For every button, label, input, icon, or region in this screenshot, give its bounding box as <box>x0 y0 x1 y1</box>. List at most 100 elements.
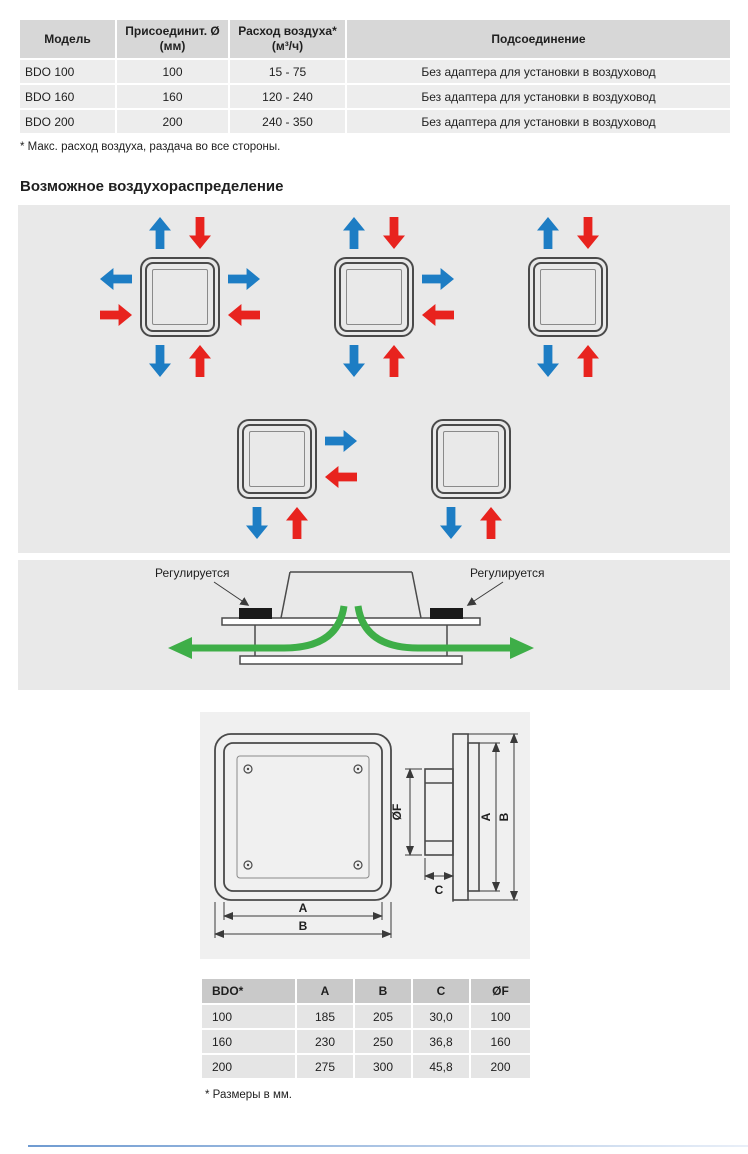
dim-header-row: BDO* A B C ØF <box>200 977 532 1005</box>
spec-cell-diameter: 160 <box>115 83 230 110</box>
dim-cell-c: 36,8 <box>411 1028 471 1055</box>
exhaust-arrow-icon <box>577 345 599 377</box>
spec-cell-flow: 15 - 75 <box>228 58 347 85</box>
supply-arrow-icon <box>246 507 268 539</box>
supply-arrow-icon <box>440 507 462 539</box>
diffuser-four-way <box>90 207 270 387</box>
dim-cell-b: 300 <box>353 1053 413 1080</box>
dim-header-c: C <box>411 977 471 1005</box>
side-dimension-lines <box>405 733 518 902</box>
exhaust-arrow-icon <box>189 217 211 249</box>
spec-header-flow: Расход воздуха* (м³/ч) <box>228 18 347 60</box>
screw-centers <box>246 767 360 867</box>
dim-label-a-side: A <box>479 812 493 821</box>
dim-label-a-front: A <box>299 901 308 915</box>
spec-cell-model: BDO 100 <box>18 58 117 85</box>
dim-label-c-side: C <box>435 883 444 897</box>
dim-header-diameter: ØF <box>469 977 532 1005</box>
spec-row: BDO 160 160 120 - 240 Без адаптера для у… <box>18 83 732 110</box>
dim-cell-b: 250 <box>353 1028 413 1055</box>
airflow-left-arrowhead-icon <box>168 637 192 659</box>
supply-arrow-icon <box>149 345 171 377</box>
diffuser-square <box>431 419 511 499</box>
exhaust-arrow-icon <box>422 304 454 326</box>
dimension-drawing: A B <box>214 733 518 938</box>
dim-row: 160 230 250 36,8 160 <box>200 1028 532 1055</box>
dim-cell-b: 205 <box>353 1003 413 1030</box>
supply-arrow-icon <box>325 430 357 452</box>
spec-cell-model: BDO 200 <box>18 108 117 135</box>
spec-header-diameter: Присоединит. Ø (мм) <box>115 18 230 60</box>
dim-cell-diameter: 100 <box>469 1003 532 1030</box>
airflow-right-arrow-icon <box>354 605 512 652</box>
right-damper <box>430 608 463 619</box>
dimensions-panel: A B <box>200 712 530 959</box>
airflow-left-arrow-icon <box>190 605 348 652</box>
spec-footnote: * Макс. расход воздуха, раздача во все с… <box>20 141 281 153</box>
spec-cell-flow: 240 - 350 <box>228 108 347 135</box>
duct-outline <box>221 571 481 665</box>
diffuser-square <box>140 257 220 337</box>
supply-arrow-icon <box>149 217 171 249</box>
diffuser-square <box>528 257 608 337</box>
spec-table: Модель Присоединит. Ø (мм) Расход воздух… <box>18 18 732 135</box>
adjustable-label-left: Регулируется <box>155 566 230 580</box>
diffuser-two-way-opposite <box>478 207 658 387</box>
screw-icons <box>243 764 363 870</box>
adjustment-diagram: Регулируется Регулируется <box>155 566 545 665</box>
spec-cell-diameter: 200 <box>115 108 230 135</box>
airflow-right-arrowhead-icon <box>510 637 534 659</box>
dim-label-b-front: B <box>299 919 308 933</box>
spec-row: BDO 200 200 240 - 350 Без адаптера для у… <box>18 108 732 135</box>
spec-header-model: Модель <box>18 18 117 60</box>
dim-cell-diameter: 160 <box>469 1028 532 1055</box>
dim-row: 200 275 300 45,8 200 <box>200 1053 532 1080</box>
exhaust-arrow-icon <box>480 507 502 539</box>
dim-label-diameter-side: ØF <box>390 804 404 821</box>
exhaust-arrow-icon <box>286 507 308 539</box>
page-footer-rule <box>28 1145 748 1147</box>
dim-label-b-side: B <box>497 812 511 821</box>
dims-footnote: * Размеры в мм. <box>205 1089 292 1101</box>
dim-cell-model: 100 <box>200 1003 297 1030</box>
dim-cell-a: 185 <box>295 1003 355 1030</box>
right-pointer-line <box>466 581 504 606</box>
exhaust-arrow-icon <box>228 304 260 326</box>
supply-arrow-icon <box>228 268 260 290</box>
exhaust-arrow-icon <box>383 217 405 249</box>
spec-row: BDO 100 100 15 - 75 Без адаптера для уст… <box>18 58 732 85</box>
supply-arrow-icon <box>100 268 132 290</box>
diffuser-square <box>334 257 414 337</box>
spec-header-diameter-line1: Присоединит. Ø <box>125 24 220 38</box>
dim-cell-c: 30,0 <box>411 1003 471 1030</box>
spec-cell-diameter: 100 <box>115 58 230 85</box>
airflow-row-1 <box>18 207 730 387</box>
dim-cell-a: 275 <box>295 1053 355 1080</box>
supply-arrow-icon <box>343 217 365 249</box>
front-view-outline <box>214 733 392 901</box>
exhaust-arrow-icon <box>100 304 132 326</box>
dimensions-table: BDO* A B C ØF 100 185 205 30,0 100 160 2… <box>200 977 532 1080</box>
dim-header-model: BDO* <box>200 977 297 1005</box>
spec-header-diameter-line2: (мм) <box>159 39 186 53</box>
spec-cell-flow: 120 - 240 <box>228 83 347 110</box>
adjustment-panel: Регулируется Регулируется <box>18 560 730 690</box>
front-dimension-lines <box>214 902 392 938</box>
spec-header-flow-line1: Расход воздуха* <box>238 24 337 38</box>
side-view-outline <box>424 733 480 901</box>
dim-cell-diameter: 200 <box>469 1053 532 1080</box>
diffuser-square <box>237 419 317 499</box>
dim-cell-model: 160 <box>200 1028 297 1055</box>
diffuser-two-way-corner <box>187 369 367 549</box>
airflow-row-2 <box>18 369 730 549</box>
spec-cell-model: BDO 160 <box>18 83 117 110</box>
spec-header-connection: Подсоединение <box>345 18 732 60</box>
datasheet-page: Модель Присоединит. Ø (мм) Расход воздух… <box>18 18 732 1101</box>
dim-header-b: B <box>353 977 413 1005</box>
adjustable-label-right: Регулируется <box>470 566 545 580</box>
left-damper <box>239 608 272 619</box>
left-pointer-line <box>213 581 250 606</box>
dim-cell-c: 45,8 <box>411 1053 471 1080</box>
section-title-air-distribution: Возможное воздухораспределение <box>20 178 284 195</box>
dim-cell-a: 230 <box>295 1028 355 1055</box>
